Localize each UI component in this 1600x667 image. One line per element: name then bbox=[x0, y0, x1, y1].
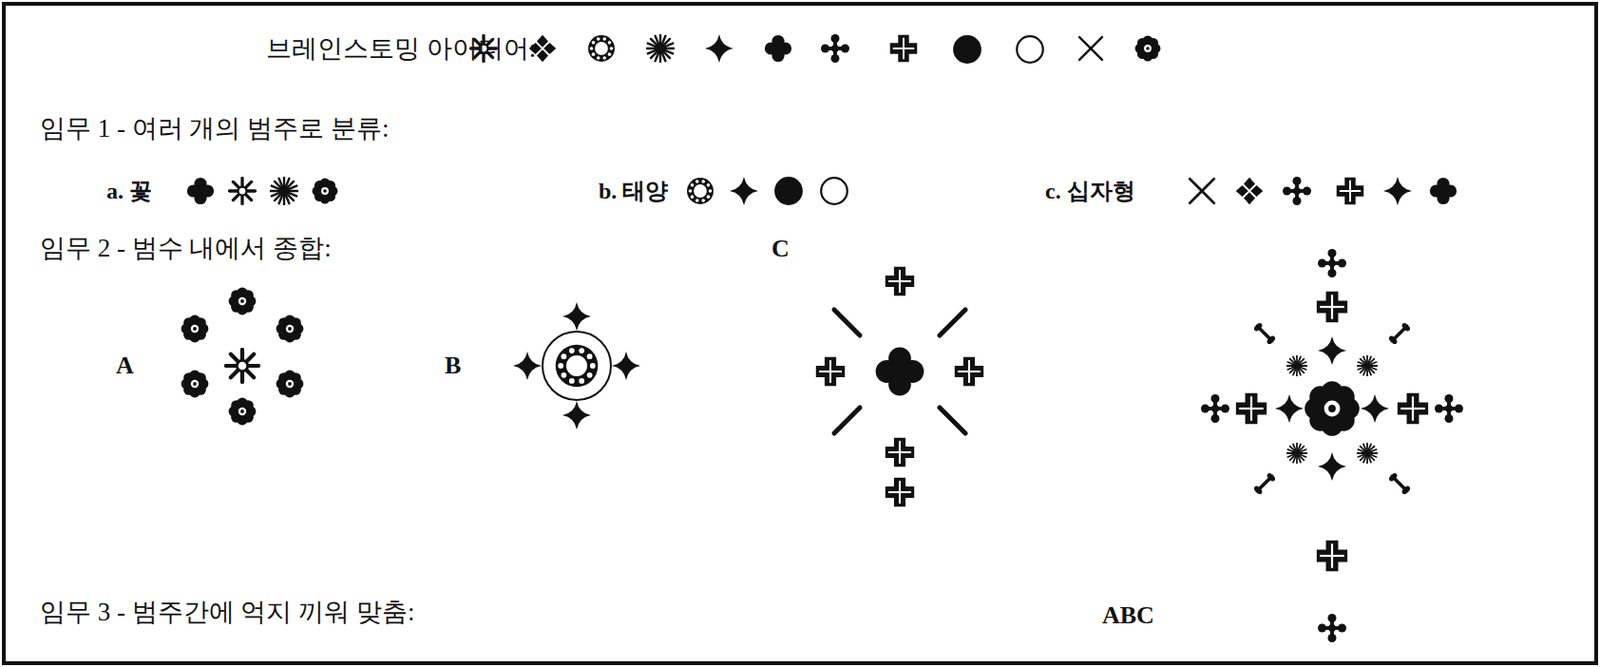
composite-a bbox=[181, 287, 305, 426]
task-heading: 임무 2 - 범수 내에서 종합: bbox=[39, 233, 332, 264]
category-label: b. 태양 bbox=[598, 178, 668, 206]
task-heading: 임무 1 - 여러 개의 범주로 분류: bbox=[39, 114, 390, 144]
group-letter: C bbox=[771, 234, 790, 264]
task-heading: 임무 3 - 범주간에 억지 끼워 맞춤: bbox=[39, 597, 416, 628]
frame bbox=[3, 3, 1597, 664]
heading-label: 브레인스토밍 아이디어: bbox=[266, 34, 536, 64]
sun-symbols bbox=[686, 176, 848, 206]
flower-symbols bbox=[187, 177, 339, 206]
group-letter: B bbox=[444, 351, 461, 381]
composite-b bbox=[513, 302, 641, 430]
group-letter: A bbox=[115, 351, 134, 381]
composite-abc bbox=[1200, 248, 1464, 643]
category-label: c. 십자형 bbox=[1045, 178, 1136, 206]
category-label: a. 꽃 bbox=[106, 178, 153, 206]
composite-c bbox=[816, 266, 984, 507]
group-letter: ABC bbox=[1102, 601, 1155, 630]
cross-symbols bbox=[1189, 176, 1457, 206]
idea-symbols bbox=[471, 34, 1162, 64]
